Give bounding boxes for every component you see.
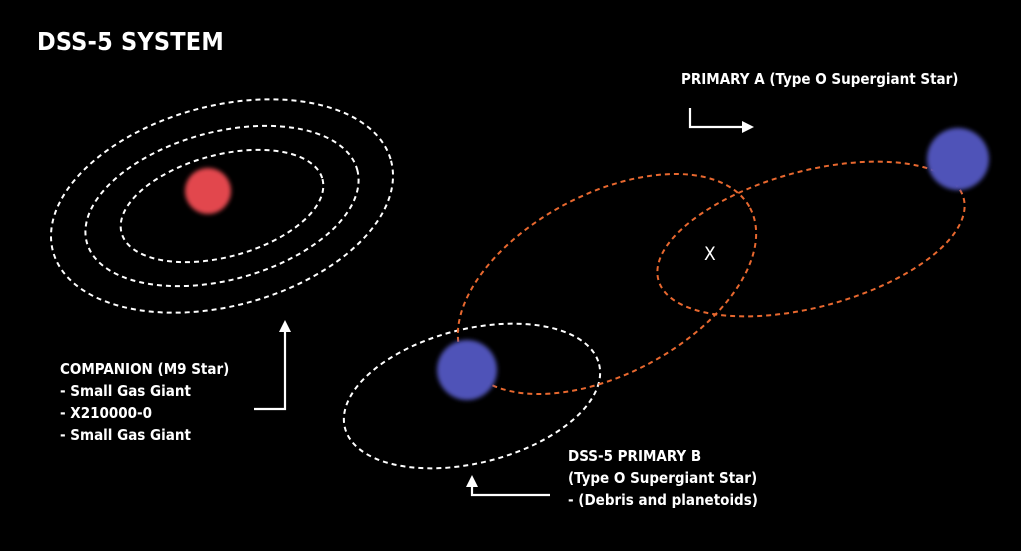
companion-orbit-middle [84,124,360,288]
primary-a-label: PRIMARY A (Type O Supergiant Star) [681,70,958,88]
primary-a-orbit [656,160,966,318]
primary-b-label: DSS-5 PRIMARY B (Type O Supergiant Star)… [568,447,762,509]
companion-arrow [254,320,291,411]
companion-orbit-inner [119,148,325,264]
diagram-title: DSS-5 SYSTEM [37,27,224,56]
primary-b-debris-orbit [342,322,602,470]
primary-b-label-line-1: DSS-5 PRIMARY B [568,447,701,465]
primary-a-arrow [688,108,754,133]
companion-label-line-3: - X210000-0 [60,404,152,422]
companion-label: COMPANION (M9 Star) - Small Gas Giant - … [60,360,234,444]
companion-star [185,168,231,214]
companion-orbits [49,98,395,314]
companion-label-line-1: COMPANION (M9 Star) [60,360,229,378]
primary-a-star [927,128,989,190]
barycenter-mark: X [704,243,716,265]
primary-b-label-line-3: - (Debris and planetoids) [568,491,758,509]
companion-label-line-2: - Small Gas Giant [60,382,191,400]
primary-b-star [437,340,497,400]
primary-b-orbit [456,173,758,395]
companion-label-line-4: - Small Gas Giant [60,426,191,444]
primary-b-arrow [466,475,550,497]
companion-orbit-outer [49,98,395,314]
primary-b-label-line-2: (Type O Supergiant Star) [568,469,757,487]
